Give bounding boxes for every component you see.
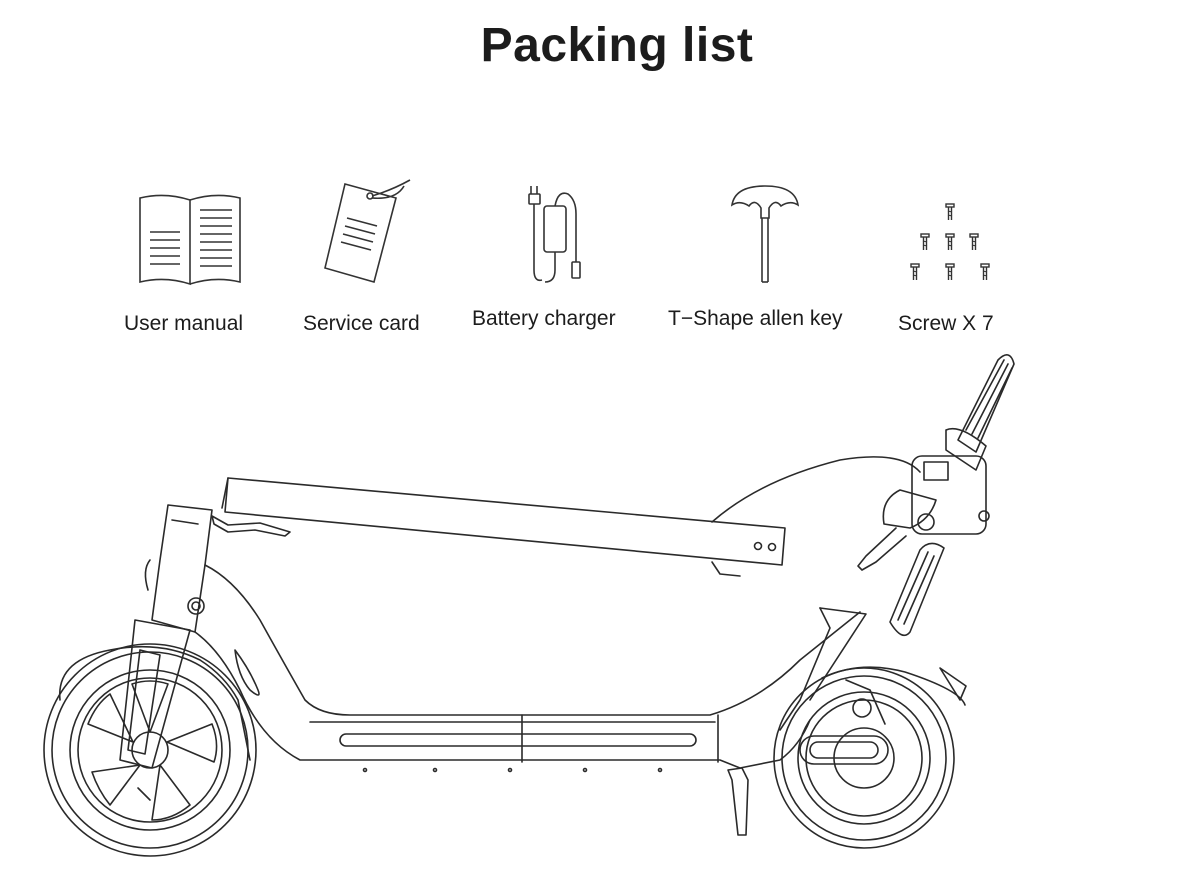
rear-arm-icon (779, 607, 886, 731)
rear-wheel-icon (773, 666, 967, 849)
item-label: Screw X 7 (898, 312, 994, 335)
deck-frame-icon (194, 564, 861, 773)
item-label: Battery charger (472, 307, 616, 330)
item-label: User manual (124, 312, 244, 335)
item-label: Service card (303, 312, 420, 335)
handlebar-icon (857, 354, 1015, 637)
page-title: Packing list (480, 19, 754, 72)
kickstand-icon (727, 767, 749, 836)
steering-head-icon (144, 504, 213, 633)
front-wheel-icon (43, 643, 257, 857)
front-fork-icon (119, 619, 191, 801)
brake-cable-icon (711, 456, 921, 523)
item-label: T−Shape allen key (668, 307, 843, 330)
folded-stem-icon (211, 477, 786, 577)
